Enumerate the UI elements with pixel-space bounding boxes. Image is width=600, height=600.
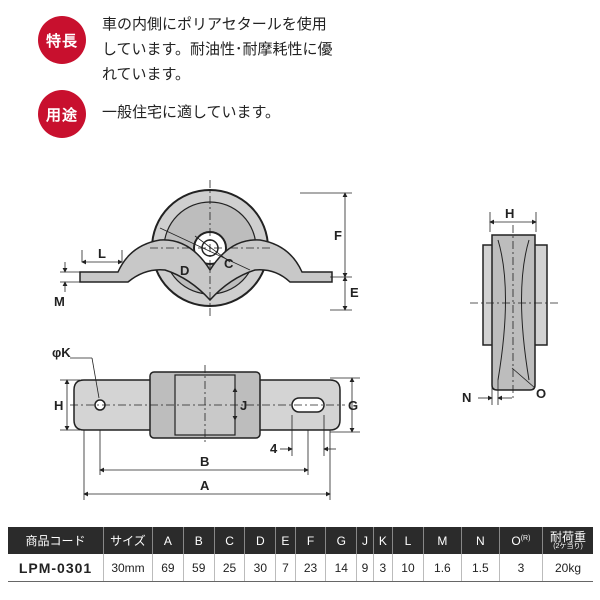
header-O: O(R) bbox=[498, 527, 543, 554]
header-product-code: 商品コード bbox=[8, 527, 104, 554]
technical-drawing: L D C F E M φK H J G 4 B A bbox=[52, 180, 560, 500]
header-M: M bbox=[422, 527, 462, 554]
label-F: F bbox=[334, 228, 342, 243]
label-N: N bbox=[462, 390, 471, 405]
usage-description: 一般住宅に適しています。 bbox=[102, 103, 281, 121]
header-E: E bbox=[275, 527, 296, 554]
plan-view bbox=[70, 365, 345, 445]
cell-A: 69 bbox=[152, 554, 184, 582]
cell-F: 23 bbox=[294, 554, 326, 582]
header-O-label: O bbox=[511, 533, 521, 548]
label-D: D bbox=[180, 263, 189, 278]
header-D: D bbox=[244, 527, 276, 554]
cell-J: 9 bbox=[356, 554, 374, 582]
label-L: L bbox=[98, 246, 106, 261]
side-view bbox=[470, 225, 560, 400]
cell-C: 25 bbox=[213, 554, 245, 582]
usage-badge: 用途 bbox=[38, 90, 86, 138]
spec-header-row: 商品コード サイズ A B C D E F G J K L M N O(R) 耐… bbox=[8, 527, 593, 554]
label-H: H bbox=[54, 398, 63, 413]
label-O: O bbox=[536, 386, 546, 401]
header-F: F bbox=[294, 527, 326, 554]
label-H-side: H bbox=[505, 206, 514, 221]
header-G: G bbox=[325, 527, 357, 554]
slot-hole bbox=[291, 397, 325, 413]
cell-product-code: LPM-0301 bbox=[8, 554, 104, 582]
cell-L: 10 bbox=[392, 554, 424, 582]
label-K: φK bbox=[52, 345, 71, 360]
header-load-label: 耐荷重 bbox=[549, 529, 586, 544]
cell-B: 59 bbox=[182, 554, 215, 582]
cell-size: 30mm bbox=[103, 554, 153, 582]
header-N: N bbox=[460, 527, 500, 554]
cell-load: 20kg bbox=[542, 554, 593, 582]
table-row: LPM-0301 30mm 69 59 25 30 7 23 14 9 3 10… bbox=[8, 554, 593, 582]
header-size: サイズ bbox=[103, 527, 153, 554]
features-description: 車の内側にポリアセタールを使用 しています。耐油性･耐摩耗性に優 れています。 bbox=[102, 12, 382, 87]
header-J: J bbox=[356, 527, 374, 554]
side-wheel bbox=[491, 234, 536, 391]
features-badge: 特長 bbox=[38, 16, 86, 64]
features-line-3: れています。 bbox=[102, 65, 191, 83]
header-C: C bbox=[213, 527, 245, 554]
groove-left bbox=[497, 239, 506, 381]
cell-N: 1.5 bbox=[460, 554, 500, 582]
cell-O: 3 bbox=[498, 554, 543, 582]
cell-K: 3 bbox=[372, 554, 393, 582]
header-load: 耐荷重 (2ケ当り) bbox=[542, 527, 593, 554]
header-B: B bbox=[182, 527, 215, 554]
cell-E: 7 bbox=[275, 554, 296, 582]
label-J: J bbox=[240, 398, 247, 413]
label-C: C bbox=[224, 256, 234, 271]
header-load-sub: (2ケ当り) bbox=[553, 542, 583, 550]
header-A: A bbox=[152, 527, 184, 554]
bracket-front bbox=[79, 239, 333, 302]
label-B: B bbox=[200, 454, 209, 469]
cell-D: 30 bbox=[244, 554, 276, 582]
label-G: G bbox=[348, 398, 358, 413]
header-L: L bbox=[392, 527, 424, 554]
header-O-sup: (R) bbox=[520, 534, 531, 542]
spec-table: 商品コード サイズ A B C D E F G J K L M N O(R) 耐… bbox=[8, 527, 593, 582]
front-view bbox=[79, 180, 333, 318]
label-A: A bbox=[200, 478, 210, 493]
label-E: E bbox=[350, 285, 359, 300]
label-4: 4 bbox=[270, 441, 278, 456]
groove-right bbox=[521, 239, 530, 381]
label-M: M bbox=[54, 294, 65, 309]
cell-G: 14 bbox=[325, 554, 357, 582]
features-line-1: 車の内側にポリアセタールを使用 bbox=[102, 15, 327, 33]
cell-M: 1.6 bbox=[422, 554, 462, 582]
header-K: K bbox=[372, 527, 393, 554]
features-line-2: しています。耐油性･耐摩耗性に優 bbox=[102, 40, 333, 58]
